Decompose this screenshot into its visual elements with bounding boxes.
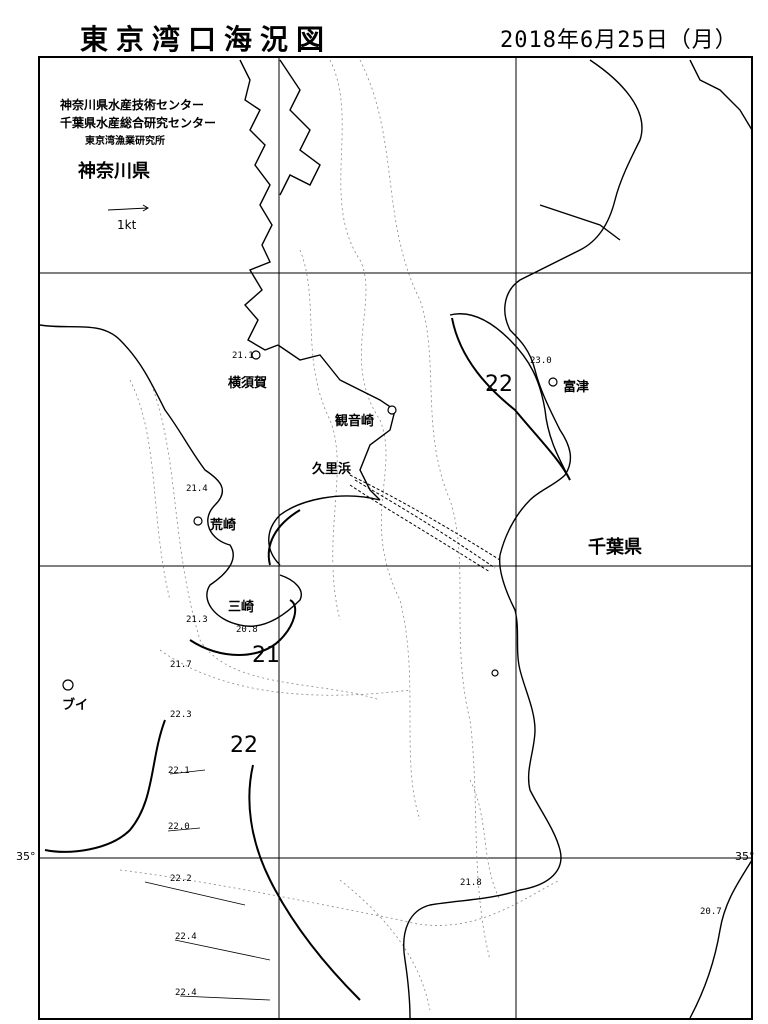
- coastlines: [39, 59, 753, 1019]
- map-title: 東京湾口海況図: [80, 23, 333, 56]
- buoy-marker: [62, 679, 74, 691]
- temperature-reading: 22.4: [175, 988, 197, 998]
- temperature-reading: 21.8: [460, 878, 482, 888]
- place-misaki: 三崎: [228, 600, 255, 615]
- temperature-reading: 21.3: [186, 615, 208, 625]
- temperature-reading: 20.8: [236, 625, 258, 635]
- org-chiba: 千葉県水産総合研究センター: [60, 116, 217, 130]
- isotherm-label: 21: [252, 643, 280, 668]
- current-arrows: [144, 769, 271, 1001]
- kannonzaki-marker: [387, 405, 397, 415]
- temperature-reading: 21.4: [186, 484, 208, 494]
- latitude-label-left: 35°: [16, 850, 36, 863]
- isotherm-label: 22: [485, 372, 513, 397]
- place-yokosuka: 横須賀: [228, 376, 268, 391]
- isotherms: [44, 317, 571, 1001]
- temperature-reading: 21.1: [232, 351, 254, 361]
- grid-lines: [39, 57, 752, 1019]
- org-kanagawa: 神奈川県水産技術センター: [60, 98, 205, 112]
- map-date: 2018年6月25日（月）: [500, 28, 738, 53]
- temperature-reading: 22.2: [170, 874, 192, 884]
- prefecture-chiba: 千葉県: [588, 537, 642, 558]
- place-kannonzaki: 観音崎: [335, 414, 375, 429]
- scale-arrow: [107, 204, 149, 212]
- depth-contours: [119, 59, 561, 1011]
- place-buoy: ブイ: [62, 698, 89, 713]
- scale-label: 1kt: [117, 218, 137, 232]
- futtsu-marker: [548, 377, 558, 387]
- prefecture-kanagawa: 神奈川県: [78, 161, 150, 182]
- org-tokyo-bay: 東京湾漁業研究所: [85, 136, 165, 147]
- map-frame: [38, 56, 753, 1020]
- yokosuka-marker: [251, 350, 261, 360]
- temperature-reading: 23.0: [530, 356, 552, 366]
- temperature-reading: 21.7: [170, 660, 192, 670]
- isotherm-label: 22: [230, 733, 258, 758]
- vessel-track: [349, 474, 501, 573]
- latitude-label-right: 35°: [735, 850, 755, 863]
- place-futtsu: 富津: [563, 380, 590, 395]
- temperature-reading: 22.1: [168, 766, 190, 776]
- temperature-reading: 22.4: [175, 932, 197, 942]
- temperature-reading: 22.3: [170, 710, 192, 720]
- chiba-station-marker: [491, 669, 499, 677]
- arasaki-marker: [193, 516, 203, 526]
- temperature-reading: 22.0: [168, 822, 190, 832]
- place-kurihama: 久里浜: [312, 462, 352, 477]
- station-markers: [62, 350, 558, 691]
- place-arasaki: 荒崎: [210, 518, 237, 533]
- temperature-reading: 20.7: [700, 907, 722, 917]
